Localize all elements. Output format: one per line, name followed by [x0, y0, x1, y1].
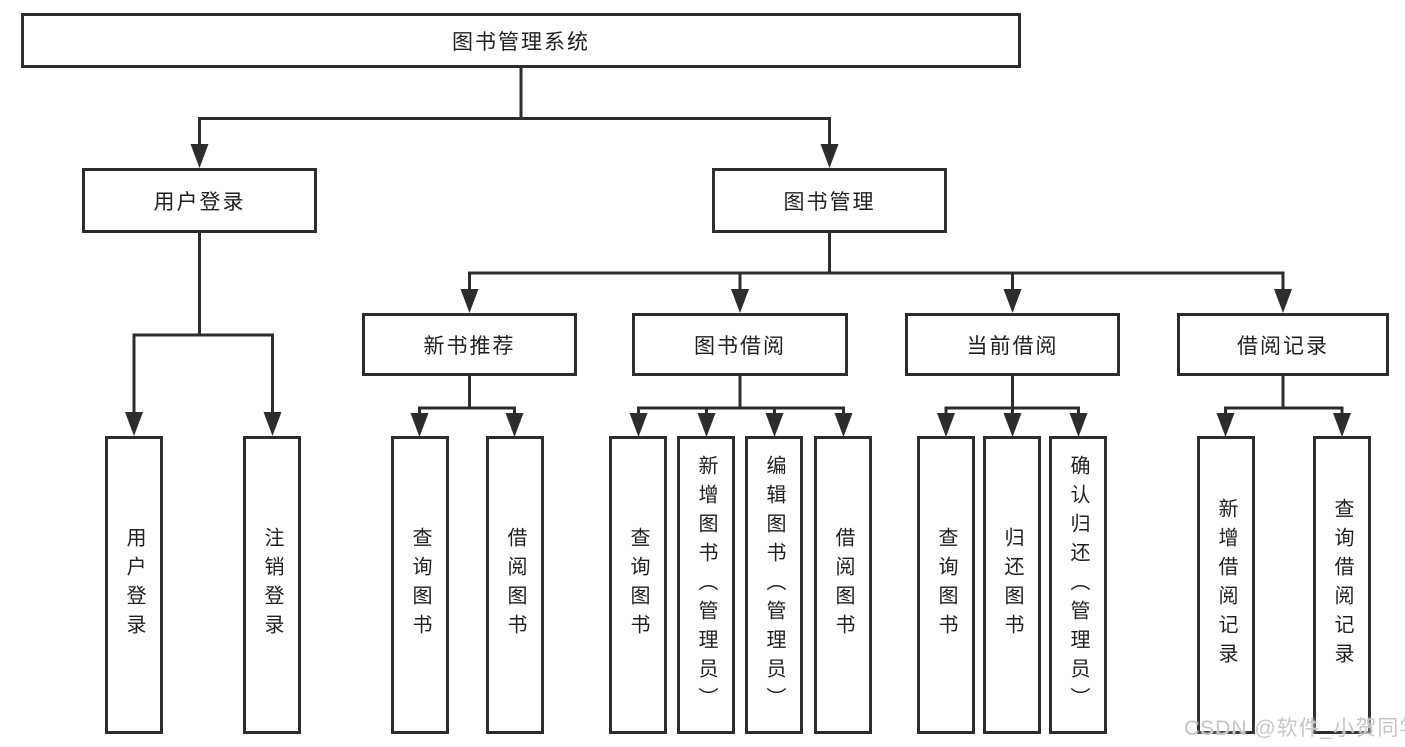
node-root-system: 图书管理系统: [21, 13, 1021, 68]
leaf-query-borrow-record: 查询借阅记录: [1313, 436, 1371, 734]
leaf-user-login: 用户登录: [105, 436, 163, 734]
leaf-query-books-borrowing: 查询图书: [609, 436, 667, 734]
node-borrow-records: 借阅记录: [1177, 313, 1389, 376]
leaf-return-books: 归还图书: [983, 436, 1041, 734]
node-book-borrowing: 图书借阅: [632, 313, 848, 376]
leaf-query-books-current: 查询图书: [917, 436, 975, 734]
leaf-borrow-books-borrowing: 借阅图书: [814, 436, 872, 734]
leaf-add-book-admin: 新增图书（管理员）: [677, 436, 735, 734]
node-current-borrowing: 当前借阅: [905, 313, 1120, 376]
leaf-add-borrow-record: 新增借阅记录: [1197, 436, 1255, 734]
leaf-confirm-return-admin: 确认归还（管理员）: [1049, 436, 1107, 734]
leaf-edit-book-admin: 编辑图书（管理员）: [745, 436, 803, 734]
leaf-borrow-books-recommend: 借阅图书: [486, 436, 544, 734]
csdn-watermark: CSDN @软件_小贺同学: [1184, 717, 1405, 740]
node-new-book-recommend: 新书推荐: [362, 313, 577, 376]
node-book-management: 图书管理: [712, 168, 947, 233]
node-user-login: 用户登录: [82, 168, 317, 233]
leaf-query-books-recommend: 查询图书: [391, 436, 449, 734]
leaf-logout: 注销登录: [243, 436, 301, 734]
